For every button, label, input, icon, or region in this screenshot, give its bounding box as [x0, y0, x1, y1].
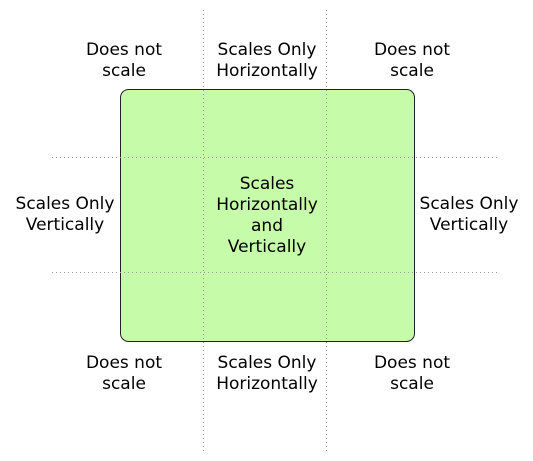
label-center: Scales Horizontally and Vertically: [216, 174, 318, 257]
label-bottom-center: Scales Only Horizontally: [216, 353, 318, 394]
label-middle-right: Scales Only Vertically: [419, 194, 519, 235]
label-top-center: Scales Only Horizontally: [216, 40, 318, 81]
label-middle-left: Scales Only Vertically: [15, 194, 115, 235]
label-bottom-right: Does not scale: [373, 353, 451, 394]
label-top-left: Does not scale: [85, 40, 163, 81]
label-bottom-left: Does not scale: [85, 353, 163, 394]
label-top-right: Does not scale: [373, 40, 451, 81]
scalable-box: [120, 89, 415, 342]
